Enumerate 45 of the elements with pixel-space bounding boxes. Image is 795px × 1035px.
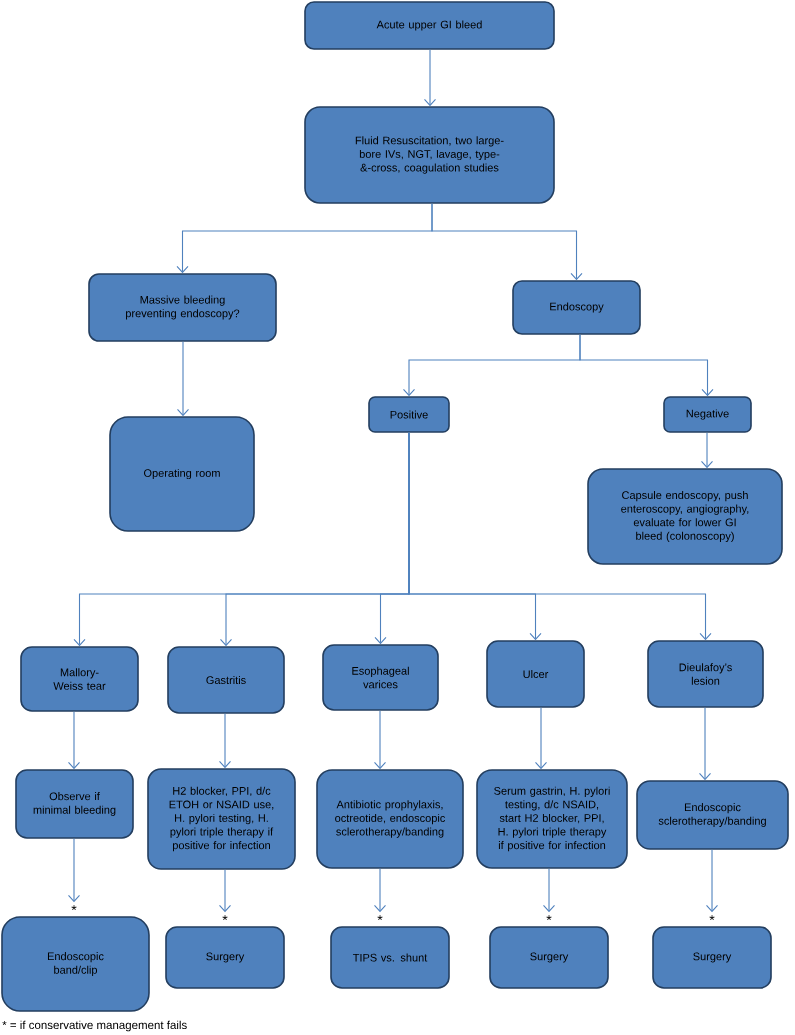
arrow	[373, 710, 387, 770]
flow-box: Antibiotic prophylaxis, octreotide, endoscopic sclerotherapy/banding	[316, 769, 464, 869]
flow-box: Negative	[663, 396, 752, 433]
edge-label: *	[221, 914, 229, 926]
arrow	[705, 849, 719, 913]
flow-box: Endoscopy	[512, 280, 641, 335]
flow-box: Massive bleeding preventing endoscopy?	[88, 273, 277, 342]
flow-box: Surgery	[165, 926, 285, 989]
flow-box: H2 blocker, PPI, d/c ETOH or NSAID use, H. pylori testing, H. pylori triple therapy if positive for infection	[147, 768, 296, 870]
arrow	[67, 838, 81, 903]
edge-label: *	[545, 914, 553, 926]
flow-box: Capsule endoscopy, push enteroscopy, angiography, evaluate for lower GI bleed (colonoscopy)	[587, 468, 783, 565]
flow-box: Fluid Resuscitation, two large-bore IVs, NGT, lavage, type-&-cross, coagulation studies	[304, 106, 555, 204]
flow-box: Endoscopic sclerotherapy/banding	[636, 780, 789, 850]
edge-label: *	[70, 904, 78, 916]
branch-arrow	[431, 203, 583, 281]
branch-arrow	[579, 334, 714, 397]
arrow	[534, 707, 548, 770]
flow-box: Ulcer	[486, 640, 585, 708]
flow-box: Mallory-Weiss tear	[20, 646, 139, 712]
arrow	[700, 432, 714, 469]
arrow	[698, 707, 712, 781]
edge-label: *	[708, 914, 716, 926]
flow-box: Dieulafoy’s lesion	[647, 640, 764, 708]
flow-box: Operating room	[109, 416, 255, 532]
arrow	[542, 868, 556, 913]
flow-box: Gastritis	[167, 646, 285, 714]
arrow	[67, 711, 81, 770]
flow-box: TIPS vs. shunt	[330, 926, 450, 989]
flow-box: Surgery	[652, 926, 772, 989]
flow-box: Acute upper GI bleed	[304, 1, 555, 50]
flow-box: Observe if minimal bleeding	[15, 769, 134, 839]
flow-box: Positive	[368, 396, 450, 433]
arrow	[176, 341, 190, 417]
flow-box: Serum gastrin, H. pylori testing, d/c NSAID, start H2 blocker, PPI, H. pylori triple therapy if positive for infection	[476, 769, 628, 869]
arrow	[373, 868, 387, 913]
branch-arrow	[408, 432, 712, 641]
arrow	[218, 869, 232, 913]
flow-box: Esophageal varices	[322, 644, 439, 711]
footnote: * = if conservative management fails	[2, 1020, 187, 1032]
edge-label: *	[376, 914, 384, 926]
flow-box: Endoscopic band/clip	[1, 916, 150, 1012]
arrow	[423, 49, 437, 107]
flow-box: Surgery	[489, 926, 609, 989]
arrow	[218, 713, 232, 769]
